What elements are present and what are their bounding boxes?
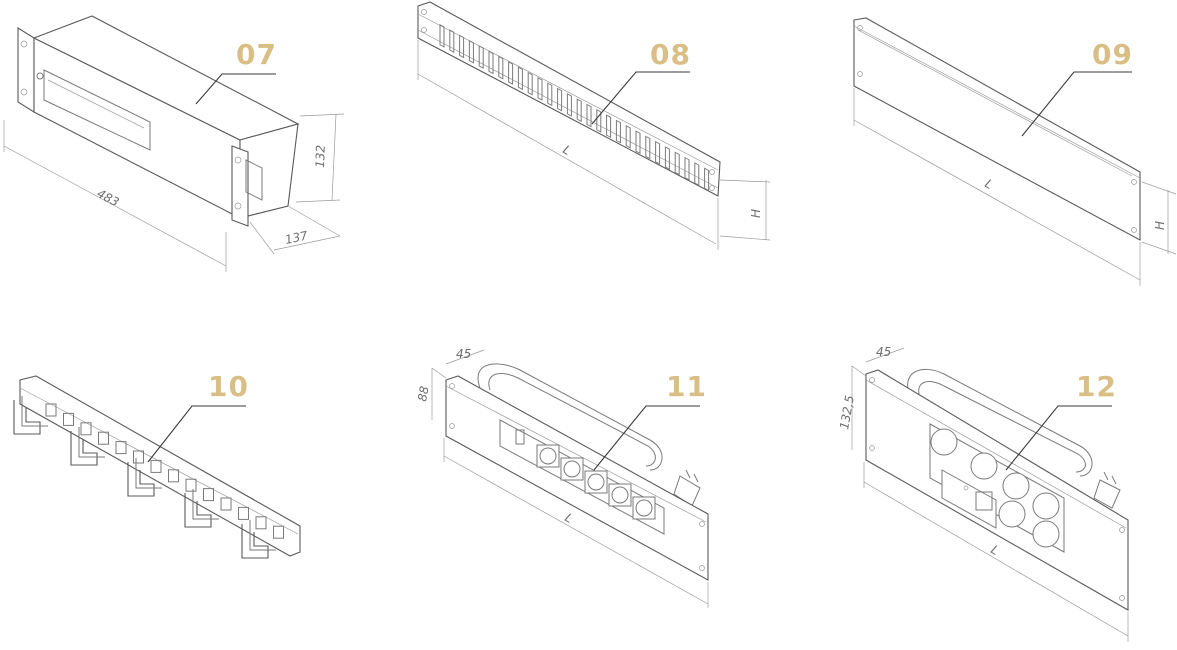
vent-slot [586, 103, 592, 128]
vent-slot [478, 45, 484, 69]
drawing-09: L H 09 [853, 17, 1177, 286]
cable-slot [255, 516, 267, 530]
dim-height-09: H [1153, 221, 1167, 230]
cable-slot [185, 478, 197, 492]
outlet [930, 428, 958, 456]
dim-height-08: H [749, 209, 763, 218]
vent-slot [557, 87, 563, 112]
socket [635, 499, 653, 517]
cable-slot [220, 497, 232, 511]
dim-height-12: 132,5 [837, 394, 857, 430]
dim-width-07: 483 [95, 186, 122, 209]
outlet [970, 452, 998, 480]
outlet [1032, 520, 1060, 548]
outlet [1032, 492, 1060, 520]
item-number-12: 12 [1076, 370, 1117, 403]
vent-slot [498, 55, 504, 80]
cable-slot [115, 441, 127, 455]
vent-slot [576, 98, 582, 123]
cable-ring-back [135, 458, 162, 489]
item-number-07: 07 [236, 38, 277, 71]
drawing-12: L 132,5 45 12 [837, 345, 1129, 642]
cable-slot [238, 506, 249, 520]
socket [563, 460, 581, 478]
vent-slot [596, 109, 602, 133]
socket [539, 447, 557, 465]
drawing-08: L H 08 [417, 1, 771, 250]
vent-slot [704, 167, 710, 192]
cable-slot [150, 459, 162, 473]
vent-slot [517, 66, 523, 91]
cable-slot [133, 450, 144, 464]
vent-slot [439, 23, 445, 48]
item-number-10: 10 [208, 370, 249, 403]
dim-height-07: 132 [313, 145, 328, 168]
cable-rings [13, 396, 276, 559]
vent-slot [508, 61, 514, 85]
cable-ring [13, 400, 41, 435]
vent-slot [635, 130, 641, 154]
cable-ring [184, 493, 212, 528]
drawing-10: 10 [13, 370, 301, 559]
outlet [1002, 472, 1030, 500]
item-number-09: 09 [1092, 38, 1133, 71]
vent-slot [694, 162, 700, 186]
vent-slot [625, 125, 631, 149]
cable-slot [203, 488, 214, 502]
cable-slot [45, 403, 57, 417]
dim-height-11: 88 [415, 385, 432, 403]
drawing-07: 483 132 137 07 [3, 15, 345, 272]
vent-slot [645, 135, 651, 160]
dim-length-08: L [561, 142, 574, 157]
drawing-11: L 88 45 11 [415, 347, 709, 608]
cable-slots [45, 403, 284, 539]
dim-depth-07: 137 [284, 228, 310, 247]
vent-slot [537, 77, 543, 101]
outlet [998, 500, 1026, 528]
cable-ring-back [192, 489, 219, 520]
dim-length-09: L [983, 176, 996, 191]
item-number-11: 11 [666, 370, 707, 403]
vent-slot [615, 119, 621, 144]
power-sockets [536, 444, 656, 520]
cable-slot [63, 412, 74, 426]
cable-slot [168, 469, 179, 483]
vent-slot [527, 71, 533, 96]
dim-depth-11: 45 [456, 347, 471, 361]
dim-depth-12: 45 [876, 345, 891, 359]
vent-slot [449, 29, 455, 53]
cable-ring-back [78, 427, 105, 458]
dim-length-11: L [563, 510, 576, 525]
cable-ring [241, 524, 269, 559]
vent-slot [674, 151, 680, 176]
vent-slot [664, 146, 670, 170]
vent-slot [684, 156, 690, 181]
power-outlets [930, 428, 1060, 548]
vent-slot [547, 82, 553, 107]
item-number-08: 08 [650, 38, 691, 71]
cable-ring-back [249, 520, 276, 551]
cable-ring [127, 462, 155, 497]
vent-slot [459, 34, 465, 59]
cable-ring [70, 431, 98, 466]
cable-slot [80, 422, 92, 436]
socket [611, 486, 629, 504]
dim-length-12: L [989, 542, 1002, 557]
vent-slot [488, 50, 494, 75]
vent-slot [566, 93, 572, 117]
cable-ring-back [21, 396, 48, 427]
cable-slot [98, 431, 109, 445]
vent-slot [606, 114, 612, 139]
cable-slot [273, 525, 284, 539]
vent-slot [655, 140, 661, 165]
socket [587, 473, 605, 491]
vent-slots [439, 23, 710, 192]
vent-slot [468, 39, 474, 64]
